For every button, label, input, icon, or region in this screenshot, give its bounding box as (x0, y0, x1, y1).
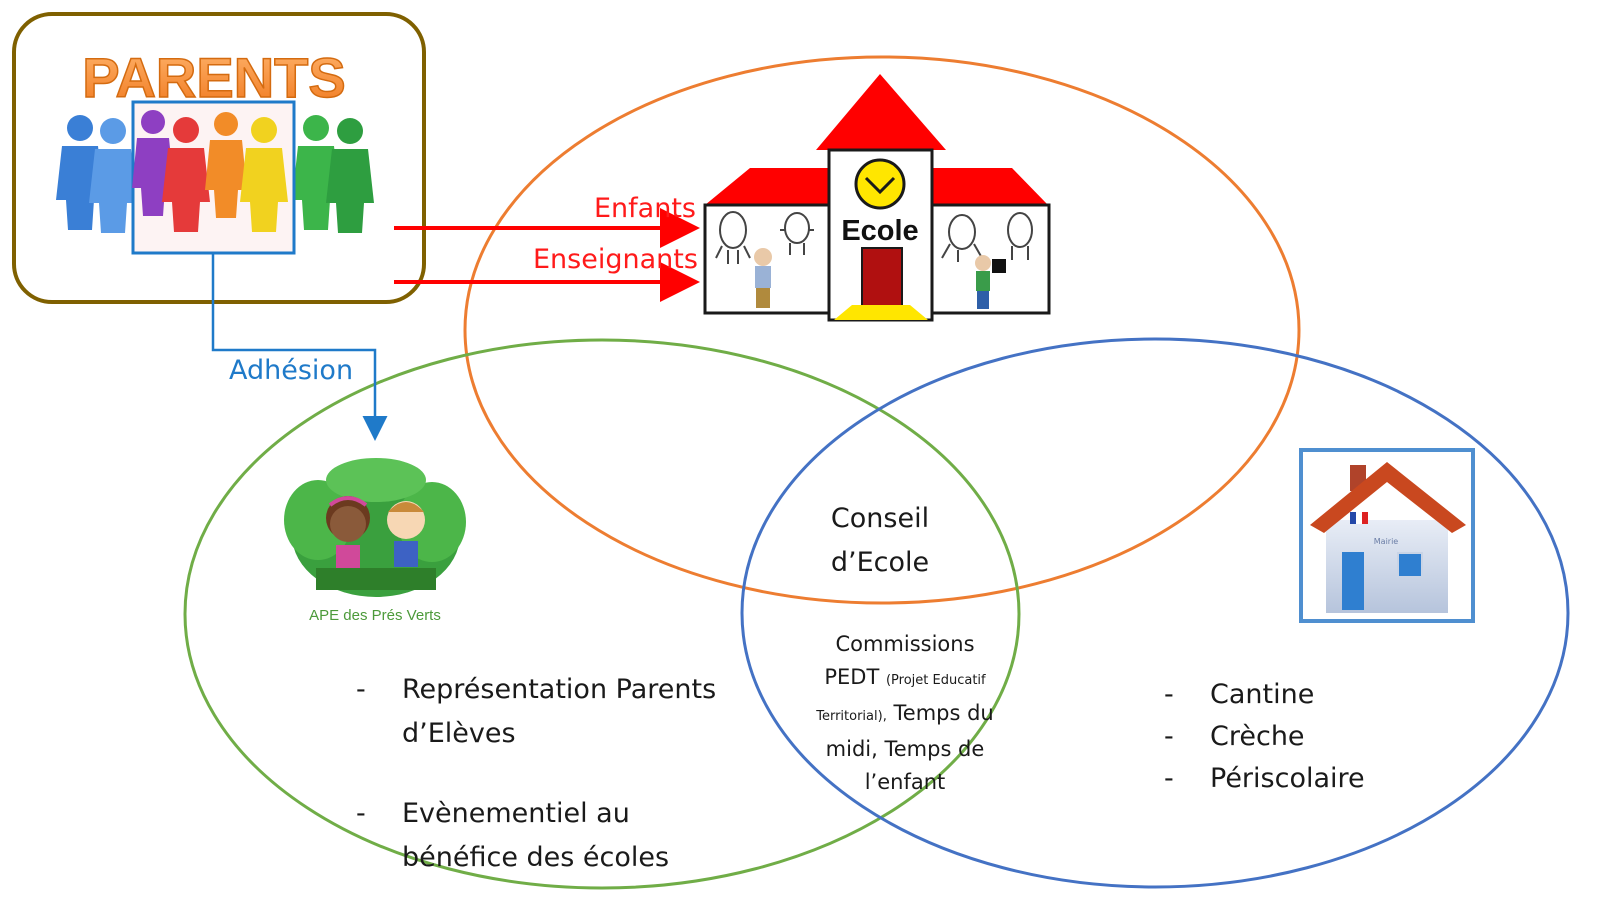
school-sign: Ecole (841, 215, 918, 247)
figure-green-1 (292, 115, 340, 230)
council-line2: d’Ecole (830, 547, 930, 578)
commissions-line1: Commissions (835, 632, 975, 656)
bullet-dash: - (356, 798, 366, 829)
commissions-pedt-detail: (Projet Educatif (885, 673, 986, 688)
ape-circle (183, 338, 1021, 890)
parents-title: PARENTS (82, 46, 345, 109)
school-teacher-left (754, 248, 772, 308)
figure-red (162, 117, 210, 232)
label-teachers: Enseignants (533, 244, 698, 275)
mairie-list-item: - Cantine (1164, 674, 1365, 716)
commissions-line4: midi, Temps de (825, 737, 985, 761)
mairie-list-item: - Crèche (1164, 716, 1365, 758)
figure-yellow (240, 117, 288, 232)
commissions-line3: Temps du (893, 701, 994, 725)
commissions-pedt: PEDT (824, 665, 880, 689)
school-circle (463, 55, 1301, 605)
ape-logo: APE des Prés Verts (284, 458, 466, 624)
ape-list-item-representation: - Représentation Parents d’Elèves (356, 668, 716, 756)
school-teacher-right (975, 255, 1006, 309)
mairie-circle (740, 337, 1570, 889)
arrow-membership (211, 253, 388, 441)
mairie-item-creche: Crèche (1210, 721, 1305, 752)
mairie-item-cantine: Cantine (1210, 679, 1315, 710)
mairie-list: - Cantine - Crèche - Périscolaire (1164, 674, 1365, 800)
ape-name: APE des Prés Verts (309, 607, 441, 624)
bullet-dash: - (1164, 763, 1174, 794)
figure-orange (205, 112, 247, 218)
ape-list: - Représentation Parents d’Elèves - Evèn… (356, 668, 716, 880)
figure-green-2 (326, 118, 374, 233)
mairie-list-item: - Périscolaire (1164, 758, 1365, 800)
parents-figures (56, 100, 374, 255)
ape-list-item-events: - Evènementiel au bénéfice des écoles (356, 792, 716, 880)
bullet-dash: - (356, 674, 366, 705)
ape-item1-line2: d’Elèves (402, 718, 516, 749)
ape-item2-line2: bénéfice des écoles (402, 842, 670, 873)
bullet-dash: - (1164, 721, 1174, 752)
school-clock-icon (854, 158, 906, 210)
commissions-label: Commissions PEDT (Projet Educatif Territ… (795, 628, 1015, 799)
school-building: Ecole (703, 74, 1051, 322)
bullet-dash: - (1164, 679, 1174, 710)
figure-blue-2 (89, 118, 137, 233)
ape-item2-line1: Evènementiel au (402, 798, 630, 829)
ape-item1-line1: Représentation Parents (402, 674, 717, 705)
mairie-item-periscolaire: Périscolaire (1210, 763, 1365, 794)
council-line1: Conseil (830, 503, 930, 534)
council-label: Conseil d’Ecole (800, 497, 960, 585)
label-membership: Adhésion (229, 355, 354, 386)
commissions-territorial: Territorial), (816, 709, 887, 724)
commissions-line5: l’enfant (864, 770, 946, 794)
label-children: Enfants (594, 193, 696, 224)
town-hall-sign: Mairie (1374, 537, 1399, 546)
town-hall-icon: Mairie (1299, 448, 1475, 623)
figure-blue-1 (56, 115, 104, 230)
school-door (861, 247, 903, 307)
